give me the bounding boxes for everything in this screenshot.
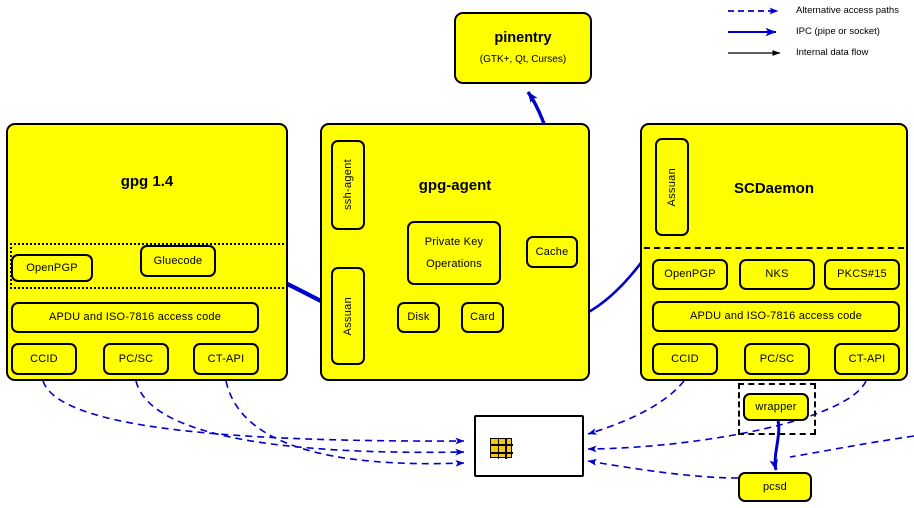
scdaemon-app-nks[interactable]: NKS bbox=[739, 259, 815, 290]
scdaemon-driver-ctapi[interactable]: CT-API bbox=[834, 343, 900, 375]
scdaemon-app-openpgp[interactable]: OpenPGP bbox=[652, 259, 728, 290]
gpg-agent-disk-label: Disk bbox=[407, 311, 430, 324]
scdaemon-divider bbox=[644, 247, 904, 249]
private-key-ops-line1: Private Key bbox=[424, 235, 484, 248]
chip-icon bbox=[490, 438, 513, 459]
gpg-driver-pcsc[interactable]: PC/SC bbox=[103, 343, 169, 375]
scdaemon-driver-ccid-label: CCID bbox=[671, 352, 699, 365]
scdaemon-driver-pcsc-label: PC/SC bbox=[759, 352, 795, 365]
gpg-openpgp-box[interactable]: OpenPGP bbox=[11, 254, 93, 282]
pinentry-box[interactable]: pinentry (GTK+, Qt, Curses) bbox=[454, 12, 592, 84]
gpg-title: gpg 1.4 bbox=[120, 173, 174, 190]
pinentry-subtitle: (GTK+, Qt, Curses) bbox=[479, 54, 567, 66]
legend-item-ipc: IPC (pipe or socket) bbox=[726, 25, 914, 41]
scdaemon-assuan-box[interactable]: Assuan bbox=[655, 138, 689, 236]
gpg-agent-cache-label: Cache bbox=[535, 245, 569, 258]
gpg-openpgp-label: OpenPGP bbox=[26, 261, 78, 274]
legend: Alternative access paths IPC (pipe or so… bbox=[726, 0, 914, 62]
smart-card[interactable] bbox=[474, 415, 584, 477]
legend-label-internal-flow: Internal data flow bbox=[796, 47, 869, 58]
gpg-driver-ccid-label: CCID bbox=[30, 352, 58, 365]
scdaemon-driver-ctapi-label: CT-API bbox=[848, 352, 886, 365]
gpg-apdu-label: APDU and ISO-7816 access code bbox=[48, 311, 222, 324]
legend-item-internal-flow: Internal data flow bbox=[726, 46, 914, 62]
wrapper-region bbox=[738, 383, 816, 435]
gpg-gluecode-box[interactable]: Gluecode bbox=[140, 245, 216, 277]
flow-arrow-icon bbox=[728, 50, 781, 56]
gpg-agent-card-box[interactable]: Card bbox=[461, 302, 504, 333]
dashed-arrow-icon bbox=[728, 7, 779, 15]
scdaemon-app-nks-label: NKS bbox=[765, 268, 789, 281]
gpg-driver-ctapi[interactable]: CT-API bbox=[193, 343, 259, 375]
pcsd-box[interactable]: pcsd bbox=[738, 472, 812, 502]
wrapper-label: wrapper bbox=[755, 400, 797, 413]
scdaemon-title: SCDaemon bbox=[733, 180, 815, 197]
gpg-agent-cache-box[interactable]: Cache bbox=[526, 236, 578, 268]
scdaemon-app-pkcs15[interactable]: PKCS#15 bbox=[824, 259, 900, 290]
gpg-agent-private-key-ops-box[interactable]: Private Key Operations bbox=[407, 221, 501, 285]
gpg-agent-disk-box[interactable]: Disk bbox=[397, 302, 440, 333]
pcsd-label: pcsd bbox=[762, 480, 788, 493]
gpg-driver-pcsc-label: PC/SC bbox=[118, 352, 154, 365]
scdaemon-apdu-label: APDU and ISO-7816 access code bbox=[689, 310, 863, 323]
legend-label-alt-paths: Alternative access paths bbox=[796, 5, 899, 16]
gpg-agent-title: gpg-agent bbox=[418, 177, 492, 194]
private-key-ops-line2: Operations bbox=[426, 257, 482, 270]
legend-item-alt-paths: Alternative access paths bbox=[726, 4, 914, 20]
scdaemon-driver-pcsc[interactable]: PC/SC bbox=[744, 343, 810, 375]
scdaemon-driver-ccid[interactable]: CCID bbox=[652, 343, 718, 375]
gpg-apdu-box[interactable]: APDU and ISO-7816 access code bbox=[11, 302, 259, 333]
gpg-gluecode-label: Gluecode bbox=[153, 254, 203, 267]
gpg-agent-ssh-agent-label: ssh-agent bbox=[341, 159, 354, 211]
gpg-driver-ctapi-label: CT-API bbox=[207, 352, 245, 365]
gpg-agent-assuan-label: Assuan bbox=[341, 296, 354, 336]
scdaemon-app-openpgp-label: OpenPGP bbox=[664, 268, 716, 281]
scdaemon-assuan-label: Assuan bbox=[665, 167, 678, 207]
legend-label-ipc: IPC (pipe or socket) bbox=[796, 26, 880, 37]
gpg-agent-card-label: Card bbox=[470, 311, 495, 324]
scdaemon-app-pkcs15-label: PKCS#15 bbox=[837, 268, 887, 281]
wrapper-box[interactable]: wrapper bbox=[743, 393, 809, 421]
scdaemon-apdu-box[interactable]: APDU and ISO-7816 access code bbox=[652, 301, 900, 332]
pinentry-title: pinentry bbox=[494, 30, 552, 47]
ipc-arrow-icon bbox=[728, 27, 777, 37]
gpg-agent-ssh-agent-box[interactable]: ssh-agent bbox=[331, 140, 365, 230]
gpg-agent-assuan-box[interactable]: Assuan bbox=[331, 267, 365, 365]
gpg-driver-ccid[interactable]: CCID bbox=[11, 343, 77, 375]
